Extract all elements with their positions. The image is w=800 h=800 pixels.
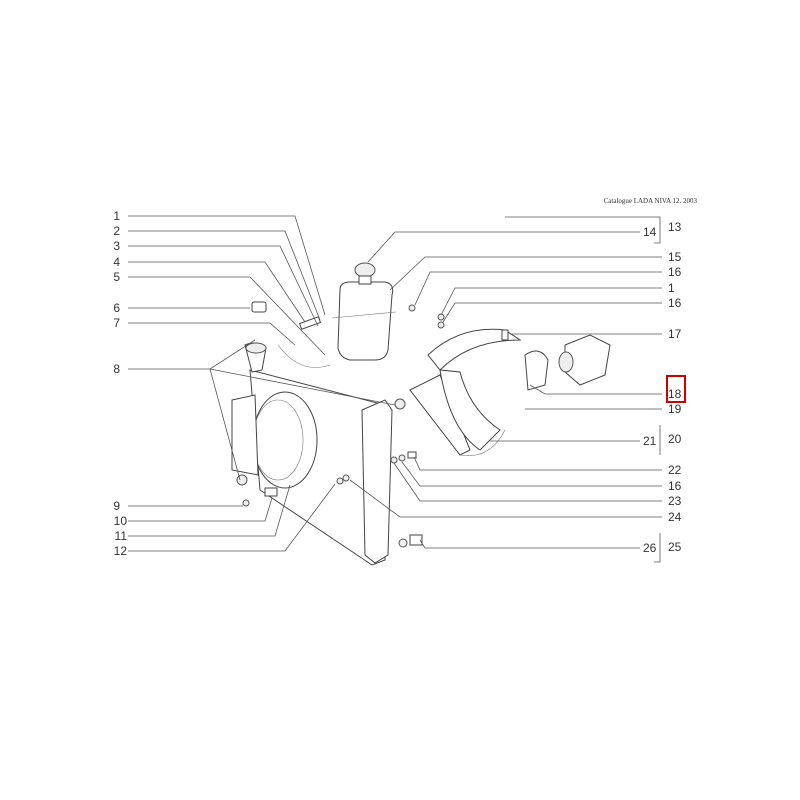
callout-1[interactable]: 1 <box>113 209 120 223</box>
callout-26[interactable]: 26 <box>643 541 657 555</box>
right-callouts: 14 15 16 1 16 17 18 19 21 22 16 23 24 26… <box>643 220 686 555</box>
electric-fan-motor <box>524 334 611 391</box>
callout-16c[interactable]: 16 <box>668 479 682 493</box>
highlight-box <box>666 375 686 403</box>
callout-6[interactable]: 6 <box>113 301 120 315</box>
callout-1b[interactable]: 1 <box>668 281 675 295</box>
callout-5[interactable]: 5 <box>113 270 120 284</box>
callout-16b[interactable]: 16 <box>668 296 682 310</box>
callout-25[interactable]: 25 <box>668 540 682 554</box>
callout-19[interactable]: 19 <box>668 402 682 416</box>
radiator-fan-shroud <box>231 391 318 489</box>
leader-lines <box>128 215 662 563</box>
callout-17[interactable]: 17 <box>668 327 682 341</box>
callout-10[interactable]: 10 <box>114 514 128 528</box>
callout-2[interactable]: 2 <box>113 224 120 238</box>
left-callouts: 1 2 3 4 5 6 7 8 9 10 11 12 <box>113 209 127 558</box>
callout-18[interactable]: 18 <box>668 387 682 401</box>
callout-24[interactable]: 24 <box>668 510 682 524</box>
callout-8[interactable]: 8 <box>113 362 120 376</box>
callout-11[interactable]: 11 <box>115 529 128 543</box>
callout-7[interactable]: 7 <box>113 316 120 330</box>
callout-12[interactable]: 12 <box>114 544 128 558</box>
callout-22[interactable]: 22 <box>668 463 682 477</box>
callout-15[interactable]: 15 <box>668 250 682 264</box>
callout-20[interactable]: 20 <box>668 432 682 446</box>
callout-14[interactable]: 14 <box>643 225 657 239</box>
callout-21[interactable]: 21 <box>643 434 657 448</box>
callout-16a[interactable]: 16 <box>668 265 682 279</box>
fan-cowl <box>409 328 522 457</box>
expansion-tank <box>331 262 397 361</box>
callout-23[interactable]: 23 <box>668 494 682 508</box>
callout-4[interactable]: 4 <box>113 255 120 269</box>
callout-3[interactable]: 3 <box>113 239 120 253</box>
callout-13[interactable]: 13 <box>668 220 682 234</box>
callout-9[interactable]: 9 <box>113 499 120 513</box>
catalogue-caption: Catalogue LADA NIVA 12. 2003 <box>604 197 698 205</box>
